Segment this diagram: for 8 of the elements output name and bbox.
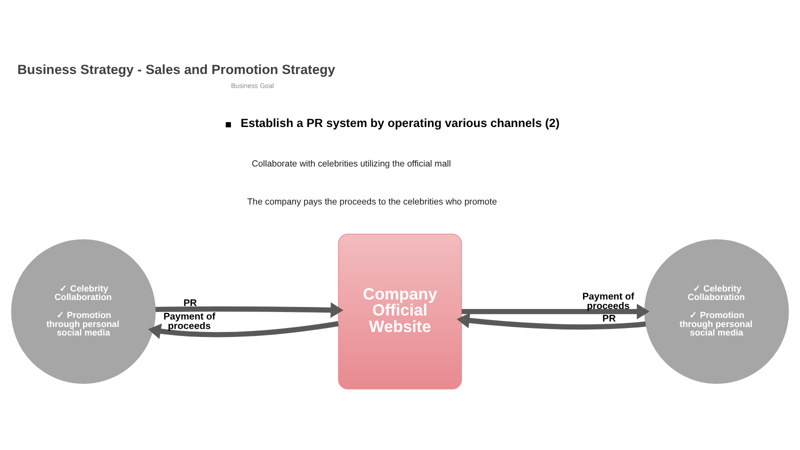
edge-label: Payment of proceeds	[582, 291, 634, 312]
edge-label: Payment of proceeds	[163, 311, 216, 332]
label: Establish a PR system by operating various channels (2)	[240, 116, 560, 130]
label: The company pays the proceeds to the celebrities who promote	[247, 196, 497, 206]
diagram-title: Business Strategy - Sales and Promotion Strategy	[17, 62, 336, 77]
edge-label: PR	[602, 313, 616, 324]
edge-label: PR	[184, 298, 197, 309]
label: Collaborate with celebrities utilizing the official mall	[252, 158, 451, 169]
